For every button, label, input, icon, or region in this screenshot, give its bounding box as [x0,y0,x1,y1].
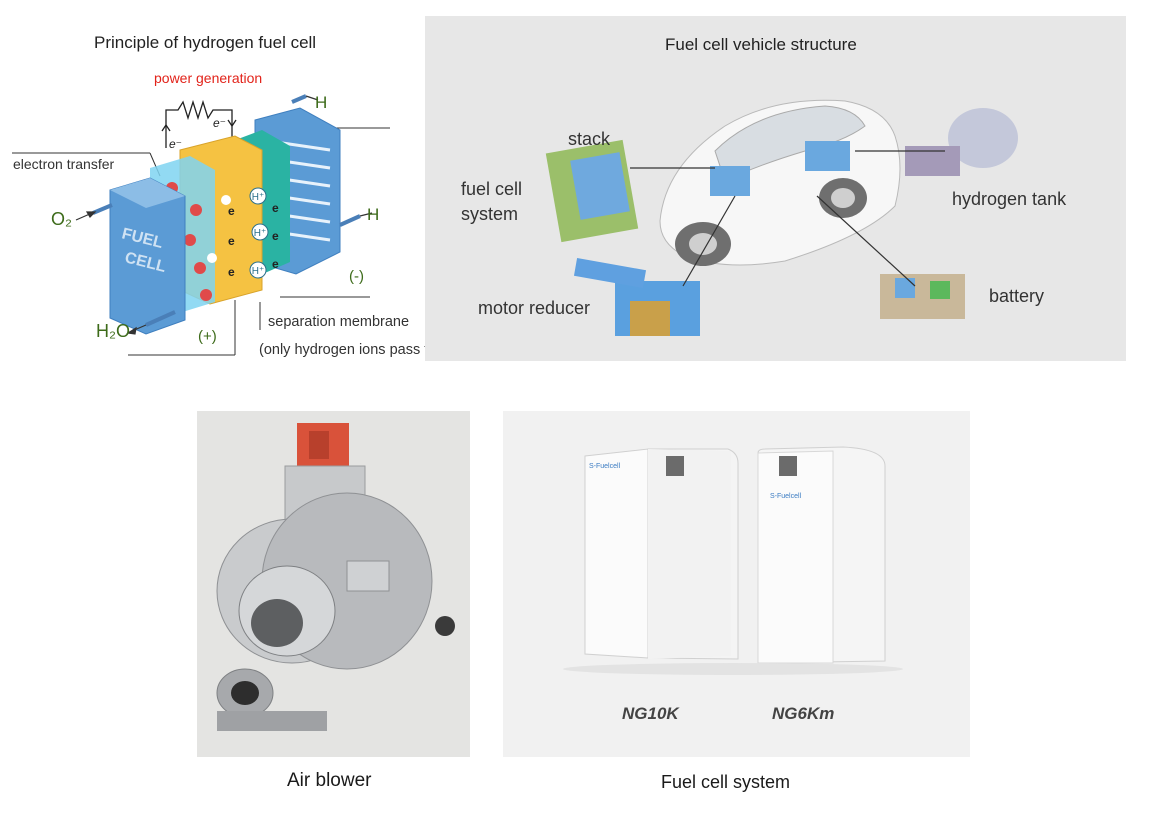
svg-text:e: e [228,265,235,279]
membrane-label: separation membrane [268,314,410,330]
model-ng10k-label: NG10K [622,704,679,723]
fuel-cell-system-label-line1: fuel cell [461,179,523,199]
vehicle-illustration [545,99,1018,336]
electron-label-right: e⁻ [213,116,226,130]
svg-text:e: e [228,234,235,248]
h2o-label: H₂O [96,321,130,341]
vehicle-structure-panel [425,16,1126,361]
svg-text:e: e [272,229,279,243]
fuel-cell-diagram: e⁻ e⁻ H⁺ H⁺ H⁺ eee eee FUEL [12,94,390,356]
air-blower-photo [197,411,470,757]
plus-terminal-label: (+) [198,328,217,345]
fuel-cell-system-label-line2: system [461,204,519,224]
o2-label: O₂ [51,209,72,229]
brand-logo: S-Fuelcell [589,463,621,470]
svg-text:e: e [272,257,279,271]
air-blower-caption: Air blower [287,770,372,791]
hydrogen-tank-label: hydrogen tank [952,189,1067,209]
electron-transfer-label: electron transfer [13,156,115,172]
battery-label: battery [989,286,1045,306]
power-generation-label: power generation [154,70,263,86]
stack-label: stack [568,129,611,149]
principle-title: Principle of hydrogen fuel cell [94,33,317,52]
brand-logo: S-Fuelcell [770,493,802,500]
electron-label-left: e⁻ [169,137,182,151]
hydrogen-ion: H⁺ [252,192,265,203]
hydrogen-ion: H⁺ [252,266,265,277]
fuel-cell-system-photo: S-Fuelcell S-Fuelcell [503,411,970,757]
svg-text:e: e [272,201,279,215]
h-top-label: H [315,93,328,112]
vehicle-title: Fuel cell vehicle structure [665,35,857,54]
h-mid-label: H [367,205,380,224]
fuel-cell-system-caption: Fuel cell system [661,772,791,792]
minus-terminal-label: (-) [349,268,364,285]
membrane-note: (only hydrogen ions pass through) [259,342,479,358]
model-ng6km-label: NG6Km [772,704,835,723]
svg-text:e: e [228,204,235,218]
fuel-cell-units-illustration: S-Fuelcell S-Fuelcell [563,446,903,675]
hydrogen-ion: H⁺ [254,228,267,239]
motor-reducer-label: motor reducer [478,298,591,318]
air-blower-illustration [216,423,455,731]
